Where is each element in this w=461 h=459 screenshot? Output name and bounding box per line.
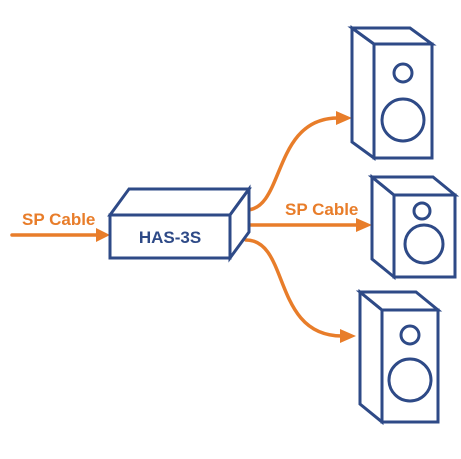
output-cable-top (244, 116, 340, 212)
output-cable-label: SP Cable (285, 200, 358, 219)
cable-group (10, 111, 372, 343)
input-cable-label: SP Cable (22, 210, 95, 229)
has-3s-device: HAS-3S (107, 184, 252, 263)
speaker-bottom-tweeter (399, 324, 421, 346)
device-front-face (108, 213, 232, 260)
device-label: HAS-3S (139, 228, 201, 247)
speaker-top-tweeter (392, 62, 414, 84)
speaker-middle-front-face (392, 193, 457, 279)
speaker-middle-woofer (403, 223, 445, 265)
device-top-face (107, 187, 252, 217)
speaker-icon (347, 25, 437, 161)
speaker-icon (355, 288, 443, 426)
speaker-top-woofer (380, 97, 426, 143)
speaker-bottom-front-face (380, 308, 440, 424)
speaker-icon (367, 173, 460, 281)
output-cable-bottom (244, 238, 344, 338)
input-arrowhead (96, 228, 110, 242)
speaker-bottom-woofer (387, 357, 433, 403)
speaker-middle-tweeter (412, 201, 432, 221)
output-arrowhead-middle (356, 218, 372, 232)
speaker-bottom-side-face (358, 288, 384, 426)
output-arrowhead-top (336, 111, 352, 125)
output-arrowhead-bottom (340, 329, 356, 343)
speaker-top-side-face (350, 25, 376, 161)
